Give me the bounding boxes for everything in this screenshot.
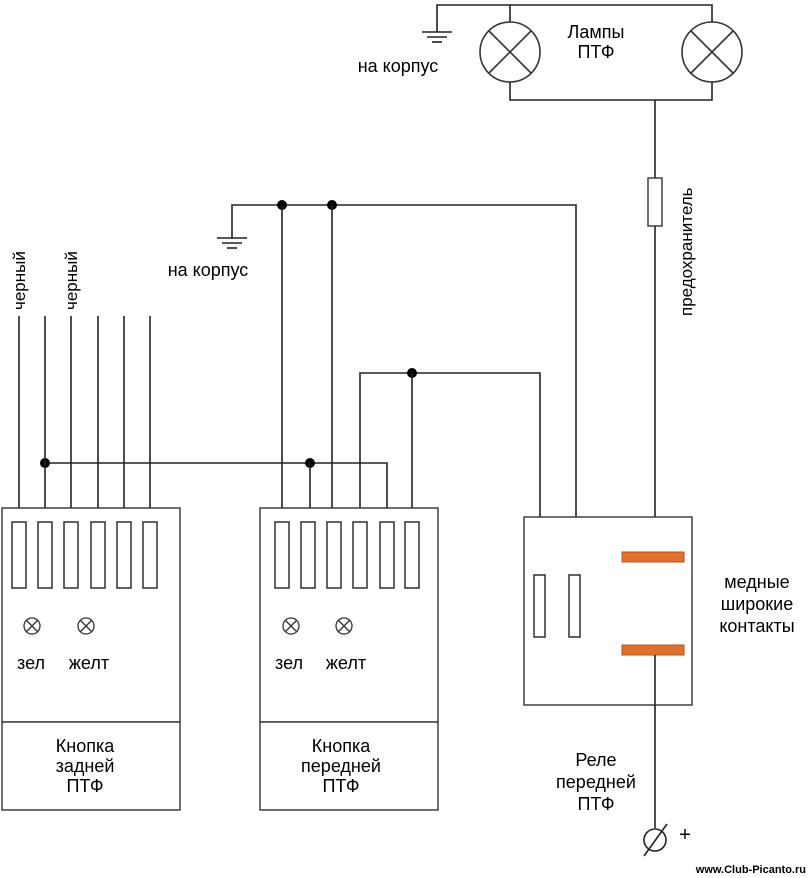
rear-led-yellow-label: желт bbox=[69, 653, 109, 673]
fuse-label: предохранитель bbox=[677, 187, 696, 316]
lamp-ground-wire bbox=[436, 4, 511, 30]
power-terminal: + bbox=[643, 823, 691, 857]
relay-feed bbox=[359, 368, 541, 575]
connector-pin bbox=[274, 521, 290, 589]
connector-pin bbox=[142, 521, 158, 589]
front-button-title-line1: Кнопка bbox=[312, 736, 371, 756]
relay-coil-pin bbox=[568, 574, 581, 638]
lamp-circuit: Лампы ПТФ на корпус bbox=[358, 4, 743, 178]
wire-label-black-2: черный bbox=[62, 251, 81, 310]
relay-title-line1: Реле bbox=[575, 750, 616, 770]
connector-pin bbox=[11, 521, 27, 589]
connector-pin bbox=[63, 521, 79, 589]
rear-button-wires: черный черный bbox=[10, 251, 151, 522]
led-green-icon bbox=[282, 617, 300, 635]
front-led-green-label: зел bbox=[275, 653, 303, 673]
common-wire-path bbox=[45, 462, 388, 522]
contacts-note-line1: медные bbox=[724, 572, 789, 592]
led-green-icon bbox=[23, 617, 41, 635]
relay-title-line2: передней bbox=[556, 772, 636, 792]
front-fog-button: зел желт Кнопка передней ПТФ bbox=[259, 507, 439, 811]
front-button-label-box bbox=[259, 721, 439, 811]
ground-label-top: на корпус bbox=[358, 56, 439, 76]
connector-pin bbox=[352, 521, 368, 589]
led-yellow-icon bbox=[335, 617, 353, 635]
rear-button-title-line3: ПТФ bbox=[66, 776, 103, 796]
rear-button-title-line2: задней bbox=[56, 756, 115, 776]
connector-pin bbox=[326, 521, 342, 589]
relay-title-line3: ПТФ bbox=[577, 794, 614, 814]
rear-fog-button: зел желт Кнопка задней ПТФ bbox=[1, 507, 181, 811]
watermark: www.Club-Picanto.ru bbox=[695, 864, 806, 876]
relay-feed-wire bbox=[359, 372, 541, 575]
connector-pin bbox=[404, 521, 420, 589]
connector-pin bbox=[116, 521, 132, 589]
ground-label-middle: на корпус bbox=[168, 260, 249, 280]
lamp-bottom-wire bbox=[509, 80, 713, 101]
front-fog-relay: Реле передней ПТФ bbox=[523, 516, 693, 828]
lamps-label-line2: ПТФ bbox=[577, 42, 614, 62]
fuse-icon bbox=[647, 177, 663, 227]
relay-coil-pin bbox=[533, 574, 546, 638]
connector-pin bbox=[90, 521, 106, 589]
ground-symbol-top bbox=[422, 30, 452, 43]
front-button-title-line3: ПТФ bbox=[322, 776, 359, 796]
relay-body bbox=[523, 516, 693, 706]
rear-button-label-box bbox=[1, 721, 181, 811]
connector-pin bbox=[300, 521, 316, 589]
wire-label-black-1: черный bbox=[10, 251, 29, 310]
lamp-right-icon bbox=[681, 21, 743, 83]
relay-copper-contact-top bbox=[621, 551, 685, 563]
connector-pin bbox=[379, 521, 395, 589]
led-yellow-icon bbox=[77, 617, 95, 635]
ground-symbol-middle bbox=[217, 237, 247, 249]
front-led-yellow-label: желт bbox=[326, 653, 366, 673]
ground-bus-wire bbox=[231, 204, 577, 575]
front-button-title-line2: передней bbox=[301, 756, 381, 776]
lamps-label-line1: Лампы bbox=[568, 22, 625, 42]
rear-button-title-line1: Кнопка bbox=[56, 736, 115, 756]
relay-copper-contact-bottom bbox=[621, 644, 685, 656]
connector-pin bbox=[37, 521, 53, 589]
contacts-note-line3: контакты bbox=[719, 616, 794, 636]
ground-bus: на корпус bbox=[168, 200, 577, 575]
contacts-note: медные широкие контакты bbox=[719, 572, 794, 636]
lamp-left-icon bbox=[479, 21, 541, 83]
fuse: предохранитель bbox=[647, 177, 696, 555]
power-plus-symbol: + bbox=[679, 824, 691, 846]
contacts-note-line2: широкие bbox=[721, 594, 793, 614]
rear-led-green-label: зел bbox=[17, 653, 45, 673]
